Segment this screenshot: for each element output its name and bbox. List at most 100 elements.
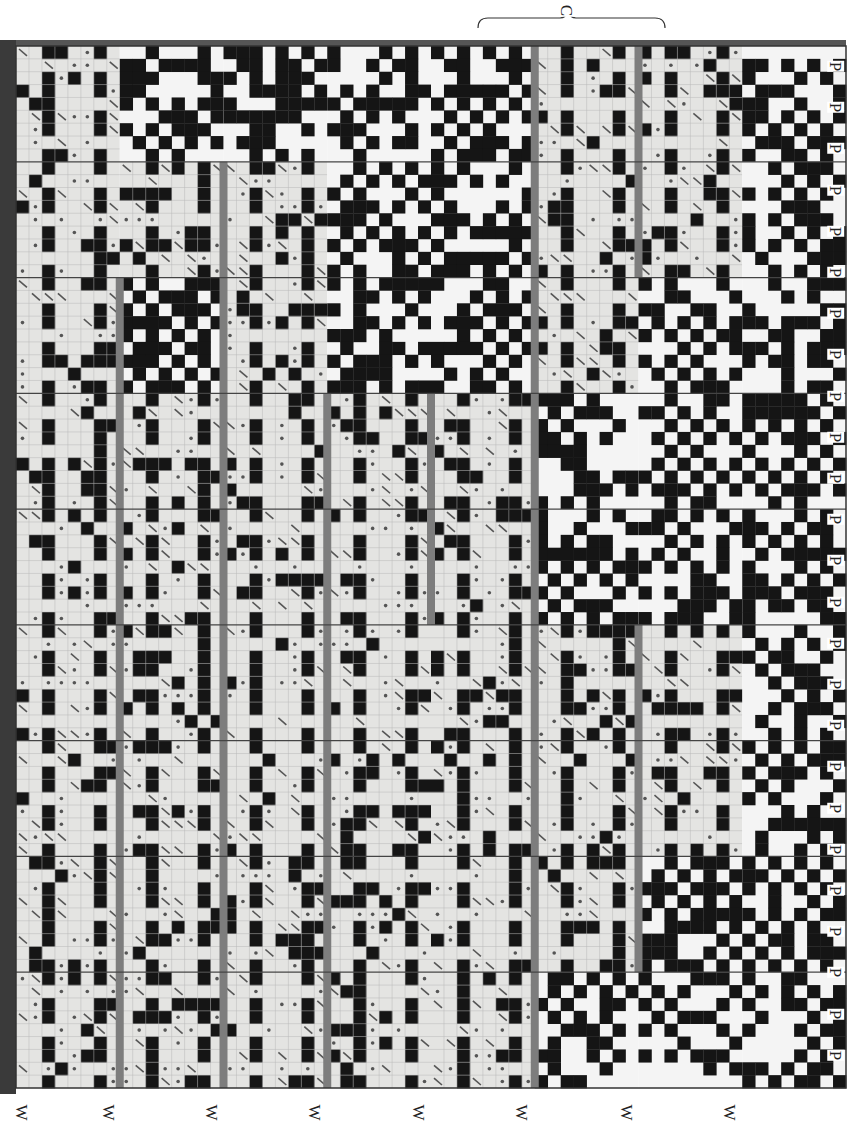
checker-panel — [120, 46, 224, 162]
row-line — [16, 161, 846, 162]
pick-letter: P — [827, 679, 844, 690]
border-strip — [0, 40, 16, 1094]
warp-letter: W — [409, 1103, 426, 1121]
checker-panel — [639, 509, 743, 625]
pick-letter: P — [827, 802, 844, 813]
checker-panel — [327, 278, 431, 394]
checker-panel — [431, 162, 535, 278]
checker-panel — [742, 393, 846, 509]
light-panel — [535, 46, 639, 162]
light-panel — [16, 741, 120, 857]
light-panel — [16, 972, 120, 1088]
warp-letter: W — [305, 1103, 322, 1121]
checker-panel — [327, 46, 431, 162]
light-panel — [224, 278, 328, 394]
light-panel — [431, 393, 535, 509]
light-panel — [327, 625, 431, 741]
light-panel — [224, 509, 328, 625]
pick-letter: P — [827, 390, 844, 401]
light-panel — [535, 856, 639, 972]
pick-letter: P — [827, 885, 844, 896]
row-line — [16, 509, 846, 510]
light-panel — [431, 856, 535, 972]
warp-letter: W — [12, 1103, 29, 1121]
grey-stripe — [116, 278, 124, 1088]
checker-panel — [639, 972, 743, 1088]
pick-letter: P — [827, 184, 844, 195]
checker-panel — [327, 162, 431, 278]
checker-panel — [742, 46, 846, 162]
checker-panel — [742, 741, 846, 857]
checker-panel — [742, 278, 846, 394]
pick-letter: P — [827, 61, 844, 72]
checker-panel — [742, 509, 846, 625]
light-panel — [224, 972, 328, 1088]
pick-letter: P — [827, 1008, 844, 1019]
row-line — [16, 277, 846, 278]
light-panel — [16, 509, 120, 625]
pick-letter: P — [827, 473, 844, 484]
checker-panel — [742, 162, 846, 278]
pick-letter: P — [827, 638, 844, 649]
pick-letter: P — [827, 226, 844, 237]
pick-letter: P — [827, 143, 844, 154]
checker-panel — [535, 972, 639, 1088]
light-panel — [120, 972, 224, 1088]
light-panel — [16, 46, 120, 162]
pick-letter: P — [827, 1050, 844, 1061]
checker-panel — [431, 46, 535, 162]
light-panel — [431, 509, 535, 625]
light-panel — [327, 972, 431, 1088]
light-panel — [120, 393, 224, 509]
light-panel — [224, 162, 328, 278]
border-strip — [16, 40, 846, 46]
light-panel — [327, 393, 431, 509]
light-panel — [120, 162, 224, 278]
light-panel — [224, 741, 328, 857]
light-panel — [16, 856, 120, 972]
grey-stripe — [635, 625, 643, 972]
light-panel — [16, 625, 120, 741]
light-panel — [535, 741, 639, 857]
light-panel — [120, 625, 224, 741]
warp-letter: W — [99, 1103, 116, 1121]
pick-letter: P — [827, 720, 844, 731]
light-panel — [639, 625, 743, 741]
checker-panel — [224, 46, 328, 162]
grey-stripe — [531, 46, 539, 1088]
light-panel — [639, 162, 743, 278]
pick-letter: P — [827, 967, 844, 978]
light-panel — [639, 46, 743, 162]
checker-panel — [639, 856, 743, 972]
pick-letter: P — [827, 267, 844, 278]
light-panel — [16, 162, 120, 278]
row-line — [16, 856, 846, 857]
bracket-letter: C — [558, 4, 575, 17]
warp-letter: W — [617, 1103, 634, 1121]
light-panel — [535, 625, 639, 741]
pick-letter: P — [827, 432, 844, 443]
light-panel — [535, 162, 639, 278]
checker-panel — [742, 856, 846, 972]
light-panel — [431, 972, 535, 1088]
light-panel — [535, 278, 639, 394]
light-panel — [120, 741, 224, 857]
checker-panel — [742, 625, 846, 741]
pick-letter: P — [827, 102, 844, 113]
checker-panel — [639, 393, 743, 509]
grid-frame — [16, 46, 846, 1088]
light-panel — [224, 856, 328, 972]
light-panel — [16, 278, 120, 394]
row-line — [16, 740, 846, 741]
checker-panel — [742, 972, 846, 1088]
checker-panel — [639, 278, 743, 394]
light-panel — [327, 741, 431, 857]
pick-letter: P — [827, 514, 844, 525]
row-line — [16, 624, 846, 625]
light-panel — [327, 509, 431, 625]
light-panel — [431, 741, 535, 857]
row-line — [16, 972, 846, 973]
light-panel — [639, 741, 743, 857]
